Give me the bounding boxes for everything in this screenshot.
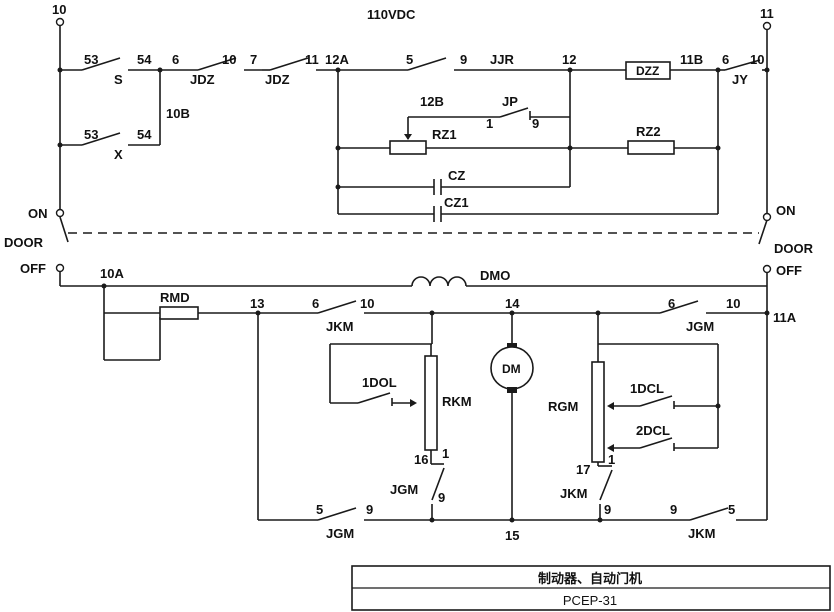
label-node-10b: 10B [166,106,190,121]
left-rail [55,17,65,218]
label-node-1-rgm: 1 [608,452,615,467]
label-node-17: 17 [576,462,590,477]
label-node-10a: 10A [100,266,124,281]
label-dzz: DZZ [636,64,659,78]
label-node-10: 10 [222,52,236,67]
rz-cz-network [335,70,721,222]
label-node-10-jkm: 10 [360,296,374,311]
label-node-11a: 11A [773,310,797,325]
label-switch-s: S [114,72,123,87]
label-node-11-right: 11 [760,6,774,21]
label-node-1-rkm: 1 [442,446,449,461]
label-node-53: 53 [84,52,98,67]
dm-motor [490,313,534,520]
label-switch-jkm-mid: JKM [560,486,587,501]
label-switch-jy: JY [732,72,748,87]
label-node-6-jgm: 6 [668,296,675,311]
label-node-6-jy: 6 [722,52,729,67]
label-rz2: RZ2 [636,124,661,139]
right-rail [762,21,772,222]
label-node-9-jp: 9 [532,116,539,131]
label-node-54-x: 54 [137,127,152,142]
label-node-14: 14 [505,296,520,311]
label-switch-2dcl: 2DCL [636,423,670,438]
label-node-10-jgm: 10 [726,296,740,311]
label-supply-voltage: 110VDC [367,7,416,22]
rkm-branch [329,313,445,520]
title-block [351,565,831,611]
label-door-right: DOOR [774,241,814,256]
label-switch-jkm-bottom: JKM [688,526,715,541]
label-node-12b: 12B [420,94,444,109]
label-switch-jgm-mid: JGM [390,482,418,497]
label-node-1-jp: 1 [486,116,493,131]
label-node-9: 9 [460,52,467,67]
label-node-54: 54 [137,52,152,67]
label-on-left: ON [28,206,48,221]
label-node-53-x: 53 [84,127,98,142]
x-branch [57,67,163,148]
rgm-branch [591,313,721,520]
label-off-left: OFF [20,261,46,276]
label-node-12a: 12A [325,52,349,67]
label-switch-jgm-top: JGM [686,319,714,334]
label-node-10-left: 10 [52,2,66,17]
label-switch-jgm-bottom: JGM [326,526,354,541]
label-rkm: RKM [442,394,472,409]
label-switch-jdz-2: JDZ [265,72,290,87]
label-node-9-rkm: 9 [438,490,445,505]
label-switch-x: X [114,147,123,162]
label-node-9-jgm: 9 [366,502,373,517]
label-node-9-jkm: 9 [670,502,677,517]
door-switch-right [758,219,772,520]
label-dmo: DMO [480,268,510,283]
bottom-bus [257,313,767,523]
label-node-6-jkm: 6 [312,296,319,311]
label-node-11b: 11B [680,52,703,67]
label-switch-jdz-1: JDZ [190,72,215,87]
label-node-9-rgm: 9 [604,502,611,517]
label-dm: DM [502,362,521,376]
label-switch-jjr: JJR [490,52,514,67]
label-node-10-jy: 10 [750,52,764,67]
label-switch-1dol: 1DOL [362,375,397,390]
label-node-15: 15 [505,528,519,543]
label-switch-jp: JP [502,94,518,109]
label-node-5: 5 [406,52,413,67]
label-on-right: ON [776,203,796,218]
label-cz: CZ [448,168,465,183]
label-cz1: CZ1 [444,195,469,210]
label-node-13: 13 [250,296,264,311]
label-node-11: 11 [305,52,319,67]
label-node-7: 7 [250,52,257,67]
top-branch [57,57,770,80]
label-node-12: 12 [562,52,576,67]
label-door-left: DOOR [4,235,44,250]
label-node-5-jkm: 5 [728,502,735,517]
dmo-field-bus [60,276,767,289]
label-rz1: RZ1 [432,127,457,142]
label-rgm: RGM [548,399,578,414]
title-block-code: PCEP-31 [563,593,617,608]
label-node-16: 16 [414,452,428,467]
label-node-5-jgm: 5 [316,502,323,517]
label-rmd: RMD [160,290,190,305]
label-switch-1dcl: 1DCL [630,381,664,396]
title-block-title: 制动器、自动门机 [538,571,642,587]
door-switch-left [55,216,69,286]
label-switch-jkm-top: JKM [326,319,353,334]
label-node-6: 6 [172,52,179,67]
label-off-right: OFF [776,263,802,278]
